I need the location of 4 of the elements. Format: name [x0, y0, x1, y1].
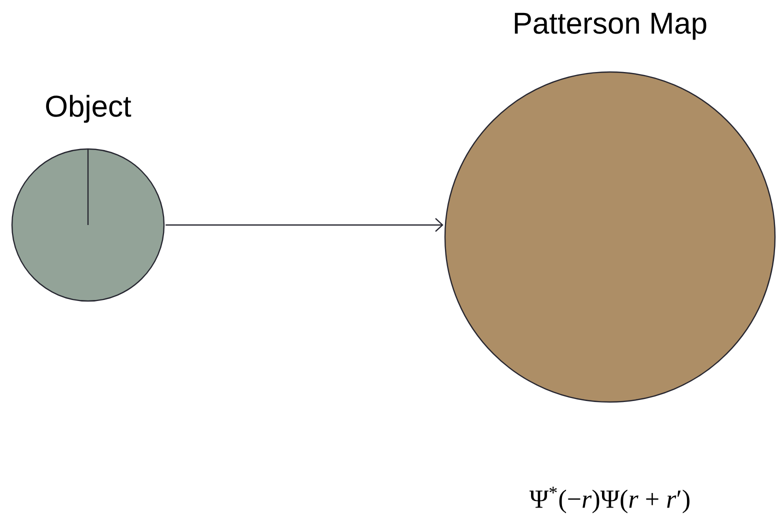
heading: Object: [46, 94, 132, 123]
heading: Patterson Map: [514, 12, 706, 40]
formula: Ψ$^{*}$(−r)Ψ(r + r′): [529, 486, 690, 514]
arrow: [166, 218, 444, 232]
